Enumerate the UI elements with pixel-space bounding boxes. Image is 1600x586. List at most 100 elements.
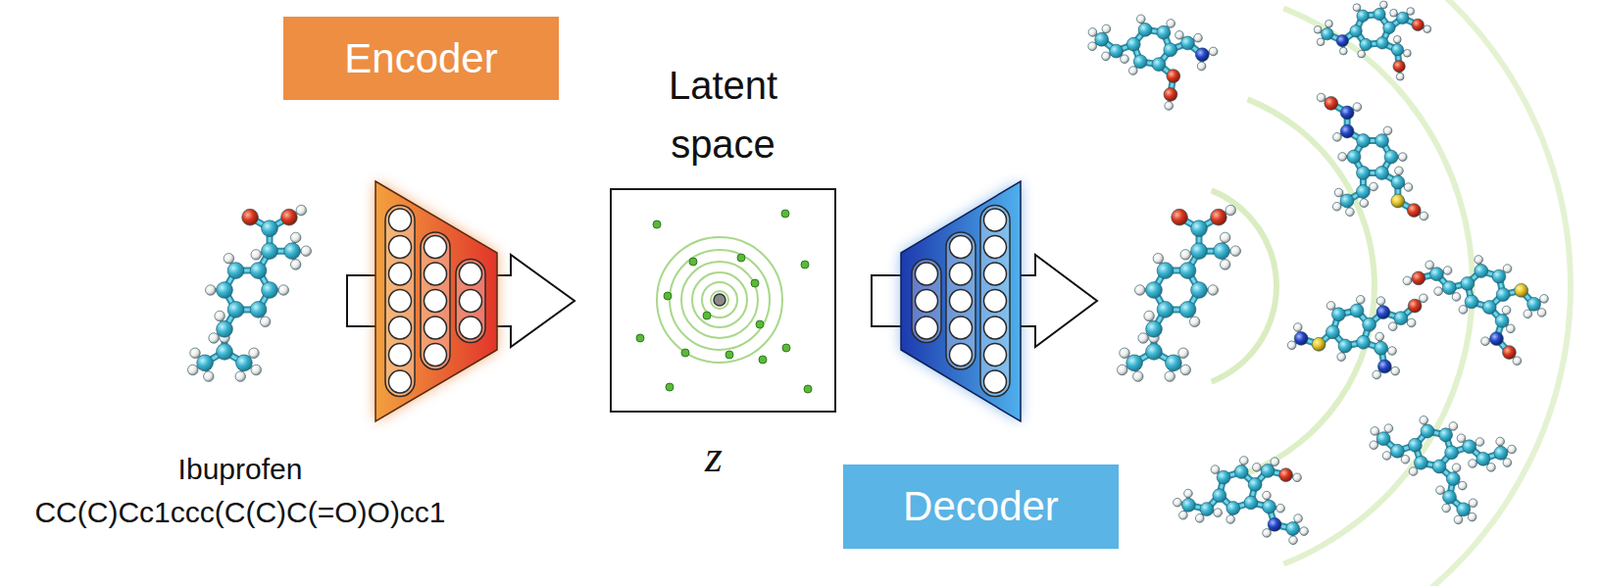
atom (1338, 339, 1352, 353)
neuron (950, 290, 973, 313)
neuron (389, 316, 412, 340)
atom (1377, 359, 1392, 374)
atom (1164, 101, 1174, 111)
latent-point (702, 311, 711, 320)
atom (1316, 38, 1325, 47)
atom (1393, 35, 1401, 44)
decoder-network (900, 181, 1021, 422)
atom (1126, 37, 1141, 51)
atom (214, 310, 225, 321)
atom (1476, 451, 1491, 466)
density-contour (681, 261, 758, 339)
atom (1379, 0, 1388, 9)
atom (223, 253, 234, 264)
atom (203, 371, 214, 382)
atom (1451, 463, 1461, 473)
latent-point (781, 209, 790, 218)
latent-point (737, 253, 746, 262)
atom (1369, 182, 1379, 192)
atom (1356, 9, 1369, 22)
neuron (984, 290, 1007, 313)
neuron (424, 290, 448, 313)
ripple-arc (1282, 5, 1476, 568)
latent-point (636, 334, 645, 343)
atom (1338, 152, 1348, 162)
neuron (915, 290, 939, 313)
neuron (984, 236, 1007, 259)
atom (1175, 30, 1185, 40)
atom (1370, 427, 1380, 437)
atom (1407, 299, 1422, 313)
decoder-glow (900, 181, 1021, 422)
atom (1445, 446, 1459, 460)
atom (1390, 444, 1404, 458)
atom (1101, 51, 1111, 61)
atom (1373, 7, 1386, 20)
atom (1388, 322, 1398, 332)
atom (1456, 434, 1466, 444)
neuron (950, 236, 973, 259)
atom (1136, 14, 1146, 24)
layer-column (946, 232, 976, 370)
atom (1156, 25, 1171, 40)
atom (296, 204, 306, 215)
atom (1393, 60, 1405, 73)
atom (1120, 54, 1130, 64)
atom (1375, 332, 1385, 342)
atom (1138, 333, 1149, 344)
atom (1406, 318, 1416, 328)
atom (1293, 323, 1302, 333)
decoder-label: Decoder (843, 464, 1119, 550)
atom (1207, 285, 1218, 296)
atom (1462, 440, 1477, 454)
atom (1442, 503, 1451, 513)
atom (1226, 515, 1236, 525)
atom (1117, 364, 1128, 375)
molecule (1117, 204, 1242, 382)
molecule (1369, 415, 1516, 524)
atom (1101, 24, 1111, 34)
atom (1434, 287, 1444, 297)
atom (1540, 295, 1550, 304)
atom (1496, 437, 1505, 447)
atom (1375, 166, 1390, 181)
atom (1126, 354, 1144, 372)
atom (1138, 22, 1152, 37)
atom (1407, 438, 1422, 452)
atom (1456, 502, 1471, 517)
atom (1213, 243, 1231, 260)
atom (1423, 25, 1432, 34)
neuron (459, 316, 483, 340)
atom (1449, 422, 1458, 432)
atom (1340, 105, 1354, 120)
atom (216, 282, 234, 300)
atom (1146, 282, 1163, 300)
neuron-layers (911, 205, 1010, 398)
atom (1384, 150, 1399, 164)
atom (1495, 314, 1509, 329)
neuron (389, 290, 412, 313)
atom (1494, 446, 1508, 460)
atom (1293, 473, 1302, 483)
atom (1376, 37, 1389, 50)
atom (1356, 134, 1371, 149)
atom (1252, 463, 1262, 473)
atom (1146, 320, 1163, 338)
atom (1384, 424, 1394, 434)
encoder-network (375, 181, 498, 422)
density-contour (710, 291, 729, 309)
atom (1356, 335, 1371, 350)
atom (1156, 262, 1174, 280)
atom (1352, 3, 1361, 12)
latent-point (800, 260, 809, 269)
atom (250, 364, 261, 375)
ripple-arc (1318, 0, 1574, 586)
atom (1219, 259, 1230, 270)
atom (216, 320, 234, 338)
atom (1359, 38, 1372, 50)
encoder-glow (375, 181, 498, 422)
atom (1346, 207, 1355, 217)
neuron (984, 208, 1007, 232)
neuron (424, 344, 448, 367)
atom (1210, 465, 1220, 475)
